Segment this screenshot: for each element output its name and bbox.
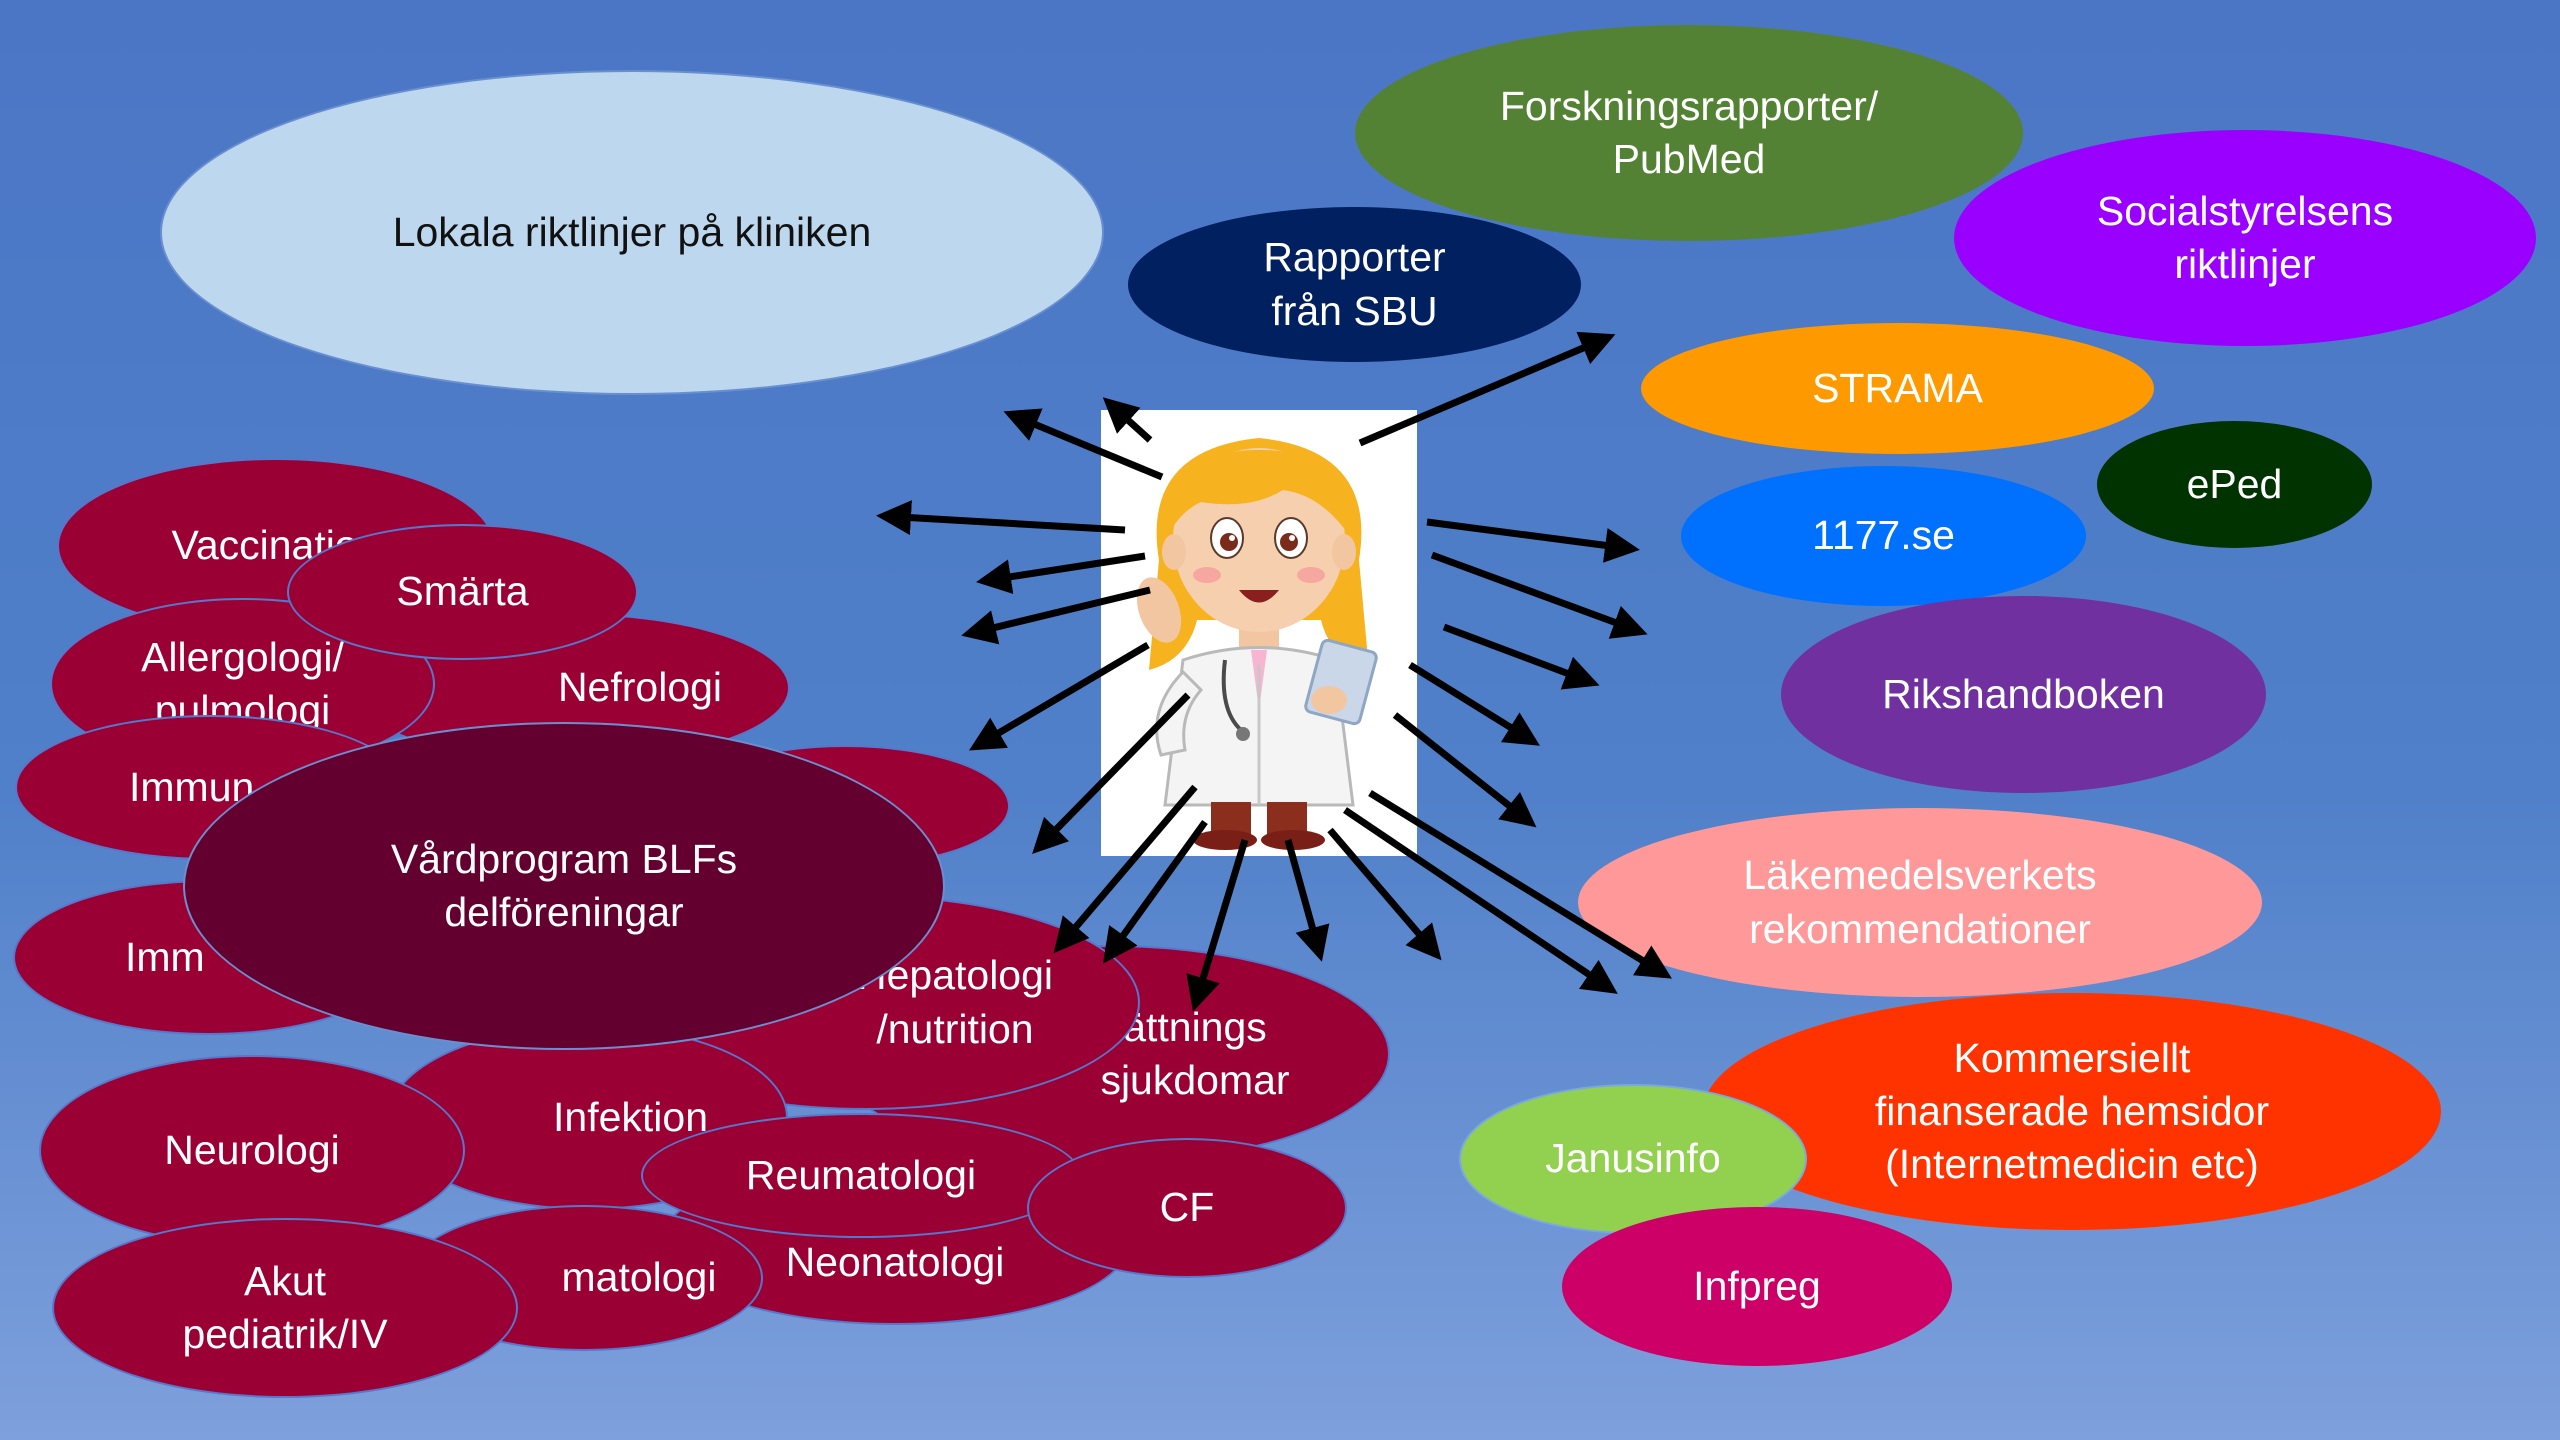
arrow [876, 500, 1126, 536]
bubble-reumatologi: Reumatologi [641, 1113, 1081, 1238]
bubble-eped: ePed [2097, 421, 2372, 548]
bubble-vardprogram: Vårdprogram BLFs delföreningar [183, 722, 945, 1050]
bubble-smarta: Smärta [287, 524, 638, 660]
arrow [1327, 827, 1442, 961]
bubble-strama: STRAMA [1641, 323, 2154, 454]
bubble-rapporter-sbu: Rapporter från SBU [1128, 207, 1581, 362]
arrow [1186, 838, 1249, 1012]
arrow [1284, 839, 1330, 962]
arrow [1430, 551, 1648, 639]
arrow [1408, 662, 1540, 746]
bubble-socialstyrelsen: Socialstyrelsens riktlinjer [1954, 130, 2536, 346]
bubble-cf: CF [1027, 1138, 1347, 1278]
bubble-akut-pediatrik: Akut pediatrik/IV [52, 1218, 518, 1398]
arrow [1102, 819, 1208, 964]
arrow [1003, 408, 1164, 481]
arrow [1426, 518, 1640, 563]
arrow [961, 586, 1151, 645]
arrow [1358, 331, 1616, 447]
arrow [1392, 712, 1537, 828]
arrow [1102, 397, 1153, 443]
arrow [1053, 784, 1198, 954]
bubble-1177: 1177.se [1681, 466, 2086, 606]
bubble-neurologi: Neurologi [39, 1055, 465, 1246]
doctor-figure [1101, 410, 1417, 856]
bubble-lokala-riktlinjer: Lokala riktlinjer på kliniken [160, 70, 1104, 395]
arrow [1032, 692, 1191, 854]
bubble-rikshandboken: Rikshandboken [1781, 596, 2266, 793]
arrow [1343, 807, 1618, 994]
bubble-lakemedelsverket: Läkemedelsverkets rekommendationer [1578, 808, 2262, 997]
bubble-forskningsrapporter: Forskningsrapporter/ PubMed [1355, 25, 2023, 241]
arrow [968, 641, 1150, 751]
arrow [976, 552, 1146, 595]
bubble-infpreg: Infpreg [1562, 1207, 1952, 1366]
bubble-kommersiellt: Kommersiellt finanserade hemsidor (Inter… [1703, 993, 2441, 1230]
arrow [1442, 623, 1600, 690]
arrow [1368, 790, 1672, 979]
